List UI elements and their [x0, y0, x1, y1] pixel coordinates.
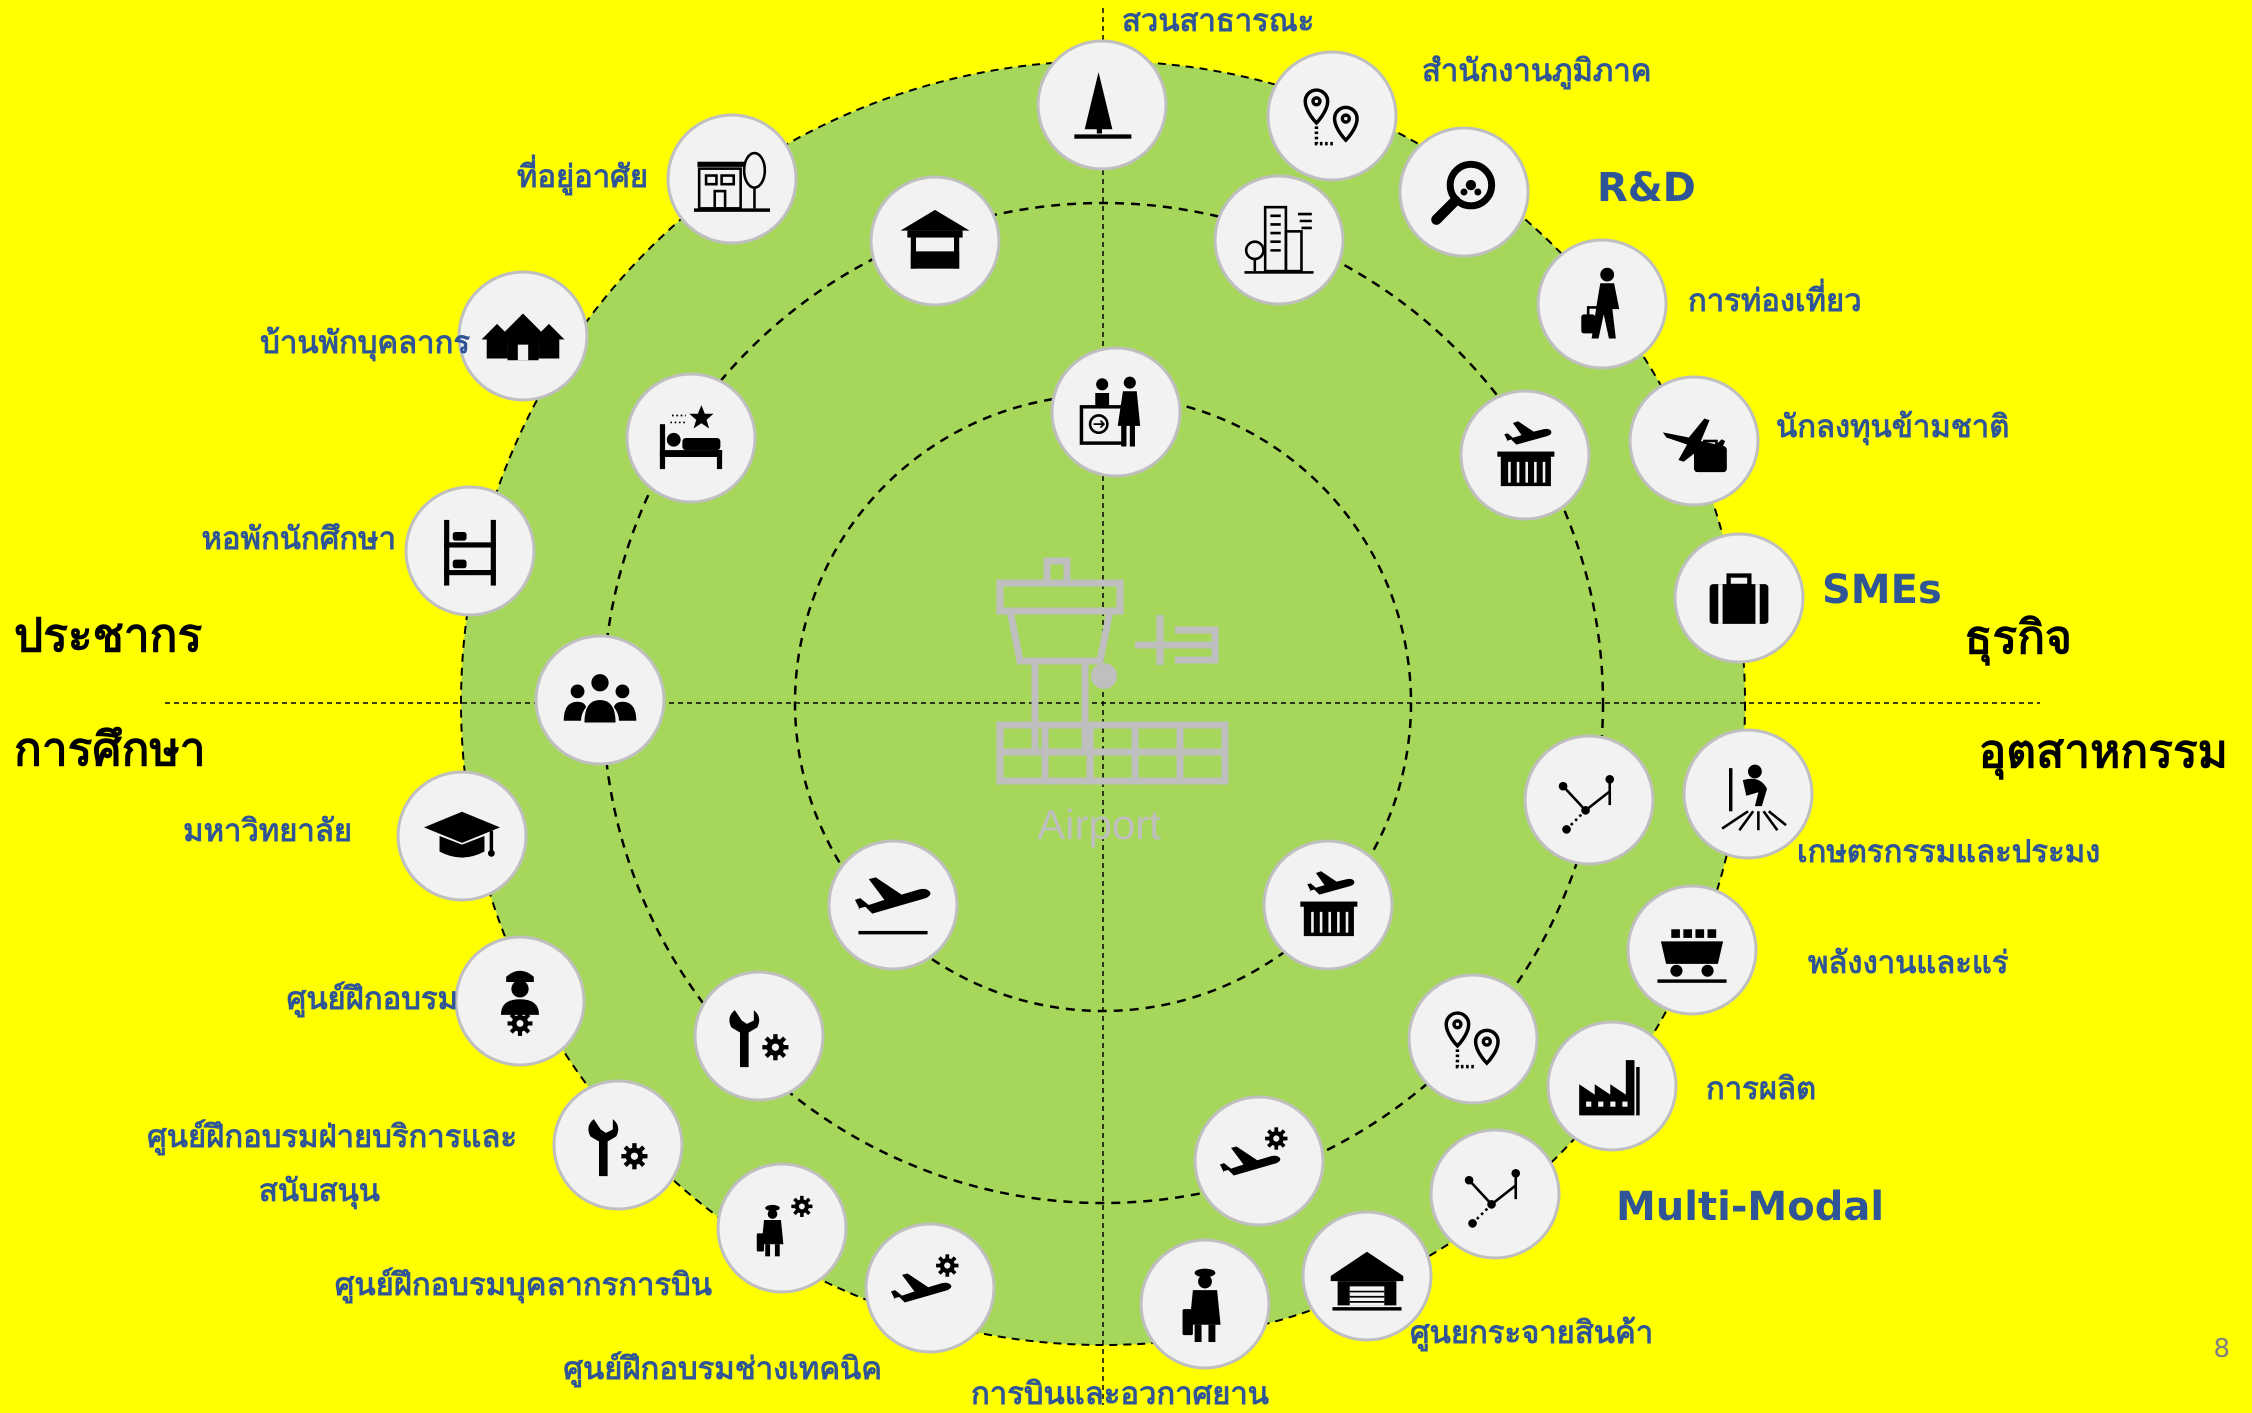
label-aviation-personnel-training: ศูนย์ฝึกอบรมบุคลากรการบิน — [334, 1267, 712, 1303]
outer-node — [454, 935, 586, 1067]
label-residence: ที่อยู่อาศัย — [516, 159, 648, 195]
node-circle — [1050, 346, 1182, 478]
node-circle — [869, 175, 1001, 307]
outer-node — [1626, 884, 1758, 1016]
node-circle — [1213, 174, 1345, 306]
middle-node — [869, 175, 1001, 307]
outer-node — [1536, 238, 1668, 370]
node-circle — [1266, 50, 1398, 182]
label-aviation-aerospace: การบินและอวกาศยาน — [971, 1376, 1269, 1412]
node-circle — [1523, 734, 1655, 866]
inner-node — [1262, 839, 1394, 971]
middle-node — [1193, 1095, 1325, 1227]
label-public-park: สวนสาธารณะ — [1122, 3, 1315, 39]
outer-node — [1139, 1238, 1271, 1370]
quadrant-title-business: ธุรกิจ — [1964, 610, 2072, 664]
label-foreign-investors: นักลงทุนข้ามชาติ — [1776, 409, 2010, 445]
middle-node — [1459, 389, 1591, 521]
inner-node — [827, 839, 959, 971]
middle-node — [625, 372, 757, 504]
label-tourism: การท่องเที่ยว — [1688, 283, 1862, 319]
outer-node — [1036, 39, 1168, 171]
outer-node — [1673, 532, 1805, 664]
label-energy-minerals: พลังงานและแร่ — [1808, 945, 2009, 981]
node-circle — [693, 970, 825, 1102]
label-manufacturing: การผลิต — [1706, 1071, 1817, 1107]
outer-node — [1682, 728, 1814, 860]
airport-hub-dot — [1091, 663, 1117, 689]
quadrant-title-education: การศึกษา — [14, 722, 206, 776]
node-circle — [1407, 973, 1539, 1105]
node-circle — [1429, 1128, 1561, 1260]
outer-node — [1398, 126, 1530, 258]
quadrant-title-industry: อุตสาหกรรม — [1978, 724, 2228, 778]
outer-node — [552, 1079, 684, 1211]
middle-node — [693, 970, 825, 1102]
quadrant-title-population: ประชากร — [14, 608, 203, 662]
outer-node — [404, 485, 536, 617]
label-student-dormitory: หอพักนักศึกษา — [201, 521, 396, 557]
label-rnd: R&D — [1597, 165, 1696, 211]
middle-node — [534, 634, 666, 766]
outer-node — [716, 1162, 848, 1294]
label-technician-training: ศูนย์ฝึกอบรมช่างเทคนิค — [563, 1351, 882, 1387]
label-staff-housing: บ้านพักบุคลากร — [260, 325, 470, 361]
outer-node — [1266, 50, 1398, 182]
page-number: 8 — [2213, 1334, 2230, 1364]
label-service-support-training-line2: สนับสนุน — [258, 1173, 380, 1209]
node-circle — [716, 1162, 848, 1294]
label-regional-office: สำนักงานภูมิภาค — [1422, 53, 1652, 89]
outer-node — [1429, 1128, 1561, 1260]
middle-node — [1523, 734, 1655, 866]
outer-node — [666, 113, 798, 245]
outer-node — [1546, 1020, 1678, 1152]
outer-node — [1301, 1210, 1433, 1342]
label-multi-modal: Multi-Modal — [1616, 1184, 1885, 1230]
outer-node — [457, 270, 589, 402]
label-training-center: ศูนย์ฝึกอบรม — [286, 981, 458, 1017]
label-smes: SMEs — [1822, 567, 1942, 613]
node-circle — [666, 113, 798, 245]
inner-node — [1050, 346, 1182, 478]
airport-tower-icon — [996, 557, 1229, 785]
outer-node — [864, 1222, 996, 1354]
label-service-support-training: ศูนย์ฝึกอบรมฝ่ายบริการและ — [147, 1119, 517, 1155]
middle-node — [1213, 174, 1345, 306]
outer-node — [1628, 375, 1760, 507]
label-distribution-center: ศูนยกระจายสินค้า — [1410, 1315, 1654, 1351]
label-agriculture-fishery: เกษตรกรรมและประมง — [1797, 834, 2101, 870]
node-circle — [552, 1079, 684, 1211]
hub-label: Airport — [1037, 801, 1161, 848]
middle-node — [1407, 973, 1539, 1105]
icon-nodes — [396, 39, 1814, 1370]
outer-node — [396, 770, 528, 902]
node-circle — [404, 485, 536, 617]
label-university: มหาวิทยาลัย — [183, 813, 352, 849]
